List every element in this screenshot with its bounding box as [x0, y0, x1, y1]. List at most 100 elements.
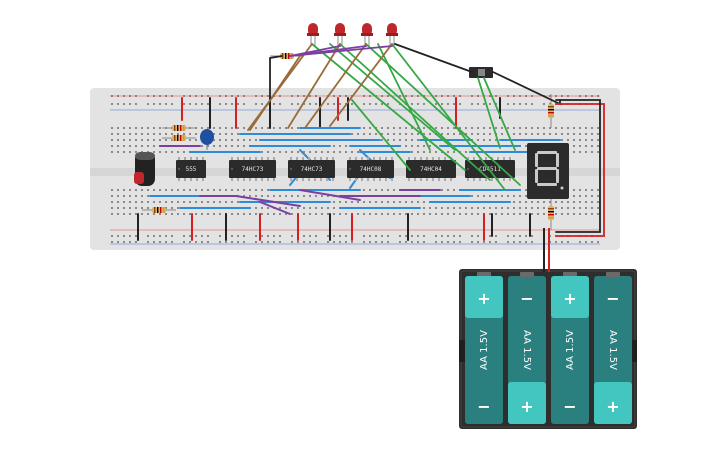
- breadboard-hole: [399, 235, 401, 237]
- breadboard-hole: [129, 151, 131, 153]
- breadboard-hole: [573, 201, 575, 203]
- breadboard-hole: [537, 207, 539, 209]
- breadboard-hole: [231, 189, 233, 191]
- breadboard-hole: [525, 127, 527, 129]
- breadboard-hole: [435, 151, 437, 153]
- breadboard-hole: [153, 201, 155, 203]
- breadboard-hole: [459, 213, 461, 215]
- flying-wire: [351, 99, 411, 171]
- breadboard-hole: [237, 145, 239, 147]
- breadboard-hole: [387, 139, 389, 141]
- breadboard-hole: [453, 189, 455, 191]
- breadboard-hole: [573, 189, 575, 191]
- breadboard-hole: [279, 127, 281, 129]
- breadboard-hole: [153, 127, 155, 129]
- breadboard-hole: [531, 213, 533, 215]
- breadboard-hole: [267, 151, 269, 153]
- breadboard-hole: [201, 145, 203, 147]
- breadboard-hole: [453, 151, 455, 153]
- breadboard-hole: [513, 133, 515, 135]
- breadboard-hole: [231, 133, 233, 135]
- breadboard-hole: [159, 241, 161, 243]
- breadboard-hole: [561, 213, 563, 215]
- breadboard-hole: [249, 139, 251, 141]
- breadboard-hole: [537, 133, 539, 135]
- breadboard-hole: [147, 139, 149, 141]
- breadboard-hole: [117, 213, 119, 215]
- chip-label: 74HC08: [360, 166, 382, 173]
- breadboard-hole: [225, 145, 227, 147]
- breadboard-hole: [153, 235, 155, 237]
- breadboard-hole: [327, 235, 329, 237]
- breadboard-hole: [441, 127, 443, 129]
- breadboard-hole: [561, 201, 563, 203]
- breadboard-hole: [561, 133, 563, 135]
- breadboard-hole: [225, 103, 227, 105]
- breadboard-hole: [579, 151, 581, 153]
- chip-body: [229, 160, 276, 178]
- breadboard-hole: [411, 103, 413, 105]
- breadboard-hole: [339, 103, 341, 105]
- breadboard-hole: [495, 127, 497, 129]
- breadboard-hole: [459, 207, 461, 209]
- breadboard-hole: [567, 139, 569, 141]
- flying-wire: [555, 99, 601, 233]
- breadboard-hole: [363, 133, 365, 135]
- breadboard-hole: [555, 207, 557, 209]
- breadboard-hole: [597, 151, 599, 153]
- breadboard-hole: [429, 145, 431, 147]
- breadboard-hole: [375, 213, 377, 215]
- breadboard-hole: [417, 213, 419, 215]
- breadboard-hole: [159, 189, 161, 191]
- breadboard-hole: [519, 127, 521, 129]
- breadboard-hole: [291, 241, 293, 243]
- breadboard-hole: [501, 127, 503, 129]
- breadboard-hole: [363, 103, 365, 105]
- breadboard-hole: [147, 195, 149, 197]
- breadboard-hole: [591, 213, 593, 215]
- breadboard-hole: [369, 213, 371, 215]
- breadboard-hole: [255, 127, 257, 129]
- breadboard-hole: [345, 151, 347, 153]
- breadboard-hole: [465, 127, 467, 129]
- breadboard-hole: [387, 201, 389, 203]
- breadboard-hole: [219, 127, 221, 129]
- breadboard-hole: [315, 241, 317, 243]
- breadboard-hole: [495, 207, 497, 209]
- breadboard-hole: [285, 207, 287, 209]
- cell-bottom-sign: +: [606, 397, 619, 416]
- breadboard-hole: [225, 127, 227, 129]
- breadboard-hole: [525, 207, 527, 209]
- breadboard-hole: [315, 151, 317, 153]
- breadboard-hole: [483, 133, 485, 135]
- breadboard-hole: [453, 133, 455, 135]
- breadboard-hole: [333, 213, 335, 215]
- breadboard-hole: [441, 213, 443, 215]
- breadboard-hole: [285, 195, 287, 197]
- chip-body: [176, 160, 206, 178]
- breadboard-hole: [273, 235, 275, 237]
- breadboard-hole: [453, 207, 455, 209]
- breadboard-hole: [555, 127, 557, 129]
- breadboard-hole: [381, 213, 383, 215]
- breadboard-hole: [243, 139, 245, 141]
- breadboard-hole: [327, 103, 329, 105]
- breadboard-hole: [225, 133, 227, 135]
- breadboard-hole: [507, 213, 509, 215]
- breadboard-hole: [309, 151, 311, 153]
- breadboard-hole: [117, 145, 119, 147]
- breadboard-hole: [543, 127, 545, 129]
- breadboard-hole: [201, 127, 203, 129]
- breadboard-hole: [441, 241, 443, 243]
- breadboard-hole: [585, 151, 587, 153]
- breadboard-hole: [219, 103, 221, 105]
- breadboard-hole: [339, 235, 341, 237]
- breadboard-hole: [519, 133, 521, 135]
- breadboard-hole: [171, 207, 173, 209]
- breadboard-hole: [273, 127, 275, 129]
- breadboard-hole: [249, 195, 251, 197]
- breadboard-hole: [309, 235, 311, 237]
- breadboard-hole: [471, 133, 473, 135]
- jumper-wire: [235, 195, 301, 207]
- breadboard-hole: [159, 213, 161, 215]
